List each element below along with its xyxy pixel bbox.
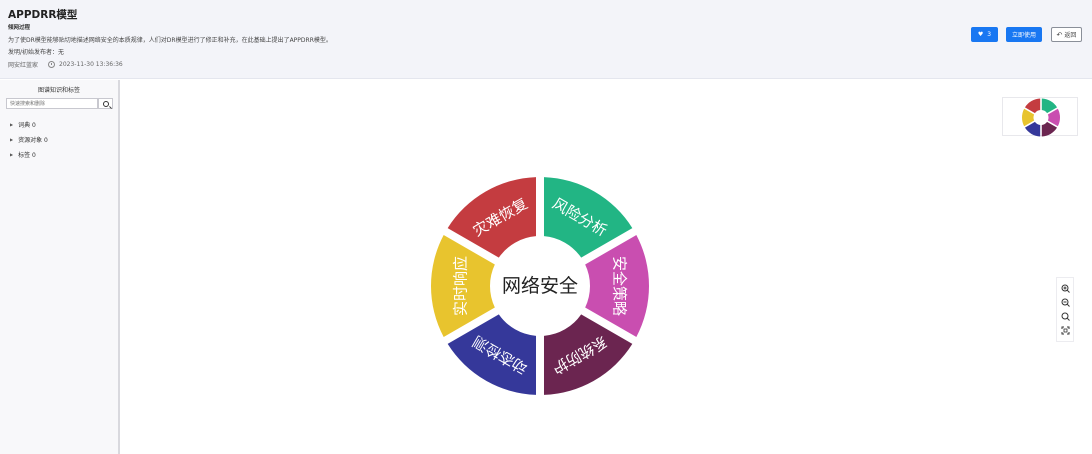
tree-item-label: 词典 0 <box>18 122 36 129</box>
segment-label: 实时响应 <box>452 256 470 316</box>
ring-segment[interactable] <box>1022 108 1035 127</box>
ring-segment[interactable] <box>1041 98 1058 114</box>
back-button[interactable]: ↶ 返回 <box>1051 27 1082 42</box>
author-meta: 网安红蓝家 2023-11-30 13:36:36 <box>8 60 123 69</box>
author-name[interactable]: 网安红蓝家 <box>8 62 39 69</box>
tree-item-label: 标签 0 <box>18 152 36 159</box>
back-label: 返回 <box>1064 32 1077 39</box>
minimap-ring <box>1022 98 1060 137</box>
like-button[interactable]: ♥ 3 <box>971 27 998 42</box>
search-icon <box>102 100 109 107</box>
center-label: 网络安全 <box>502 275 578 297</box>
zoom-out-icon[interactable] <box>1060 297 1070 307</box>
publisher-info: 发明/初始发布者：无 <box>8 49 65 56</box>
page-title: APPDRR模型 <box>8 9 78 21</box>
ring-segment[interactable] <box>543 314 633 395</box>
ring-segment[interactable] <box>1041 121 1058 137</box>
ring-segment[interactable] <box>447 177 537 258</box>
page-description: 为了使DR模型能够贴切地描述网络安全的本质规律，人们对DR模型进行了修正和补充，… <box>8 37 332 44</box>
tree-item-dictionary[interactable]: ▶ 词典 0 <box>10 117 48 132</box>
page-subtitle: 倾网过程 <box>8 25 31 31</box>
zoom-in-icon[interactable] <box>1060 283 1070 293</box>
center-circle <box>493 239 587 333</box>
use-now-button[interactable]: 立即使用 <box>1006 27 1042 42</box>
caret-right-icon: ▶ <box>10 122 14 127</box>
tree-item-label: 资源对象 0 <box>18 137 48 144</box>
ring-segment[interactable] <box>1047 108 1060 127</box>
caret-right-icon: ▶ <box>10 152 14 157</box>
segment-label: 安全策略 <box>611 256 629 316</box>
like-count: 3 <box>987 31 992 38</box>
tree-item-tags[interactable]: ▶ 标签 0 <box>10 147 48 162</box>
back-arrow-icon: ↶ <box>1056 30 1063 39</box>
fullscreen-icon[interactable] <box>1060 326 1070 336</box>
minimap-center <box>1034 110 1048 125</box>
zoom-toolbar <box>1056 277 1074 342</box>
fit-view-icon[interactable] <box>1060 312 1070 322</box>
publish-datetime: 2023-11-30 13:36:36 <box>59 61 123 68</box>
minimap-preview <box>1022 98 1060 137</box>
ring-segment[interactable] <box>543 177 633 258</box>
tree-item-resources[interactable]: ▶ 资源对象 0 <box>10 132 48 147</box>
ring-segment[interactable] <box>1024 98 1041 114</box>
knowledge-sidebar: 图谱知识和标签 ▶ 词典 0 ▶ 资源对象 0 ▶ 标签 0 <box>0 80 120 454</box>
diagram-canvas[interactable]: 风险分析安全策略系统防护动态检测实时响应灾难恢复 网络安全 <box>122 80 1092 454</box>
sidebar-search-input[interactable] <box>6 98 98 109</box>
ring-segment[interactable] <box>585 235 649 337</box>
page-header: APPDRR模型 倾网过程 为了使DR模型能够贴切地描述网络安全的本质规律，人们… <box>0 0 1092 79</box>
minimap[interactable] <box>1002 97 1078 137</box>
sidebar-title: 图谱知识和标签 <box>37 87 80 94</box>
sidebar-search-button[interactable] <box>98 98 113 109</box>
ring-segment[interactable] <box>430 235 495 337</box>
heart-icon: ♥ <box>977 31 984 38</box>
sidebar-tree: ▶ 词典 0 ▶ 资源对象 0 ▶ 标签 0 <box>10 117 48 162</box>
ring-segment[interactable] <box>447 314 537 395</box>
clock-icon <box>48 61 56 68</box>
ring-segment[interactable] <box>1024 121 1041 137</box>
caret-right-icon: ▶ <box>10 137 14 142</box>
